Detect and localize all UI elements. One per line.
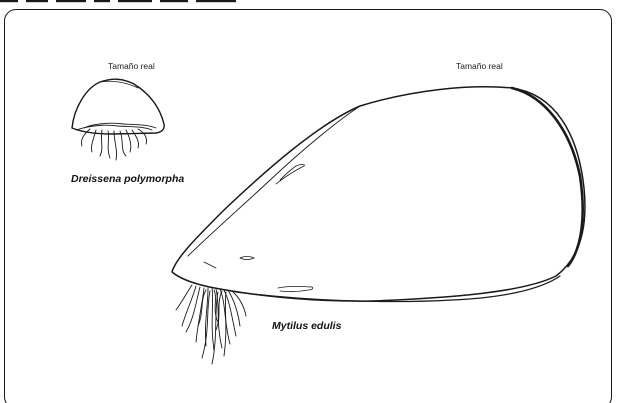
mytilus-byssus (176, 285, 246, 364)
mytilus-shell (172, 87, 585, 302)
large-size-label: Tamaño real (456, 61, 503, 71)
small-size-label: Tamaño real (108, 61, 155, 71)
small-species-label: Dreissena polymorpha (71, 173, 184, 185)
large-species-label: Mytilus edulis (272, 320, 341, 332)
